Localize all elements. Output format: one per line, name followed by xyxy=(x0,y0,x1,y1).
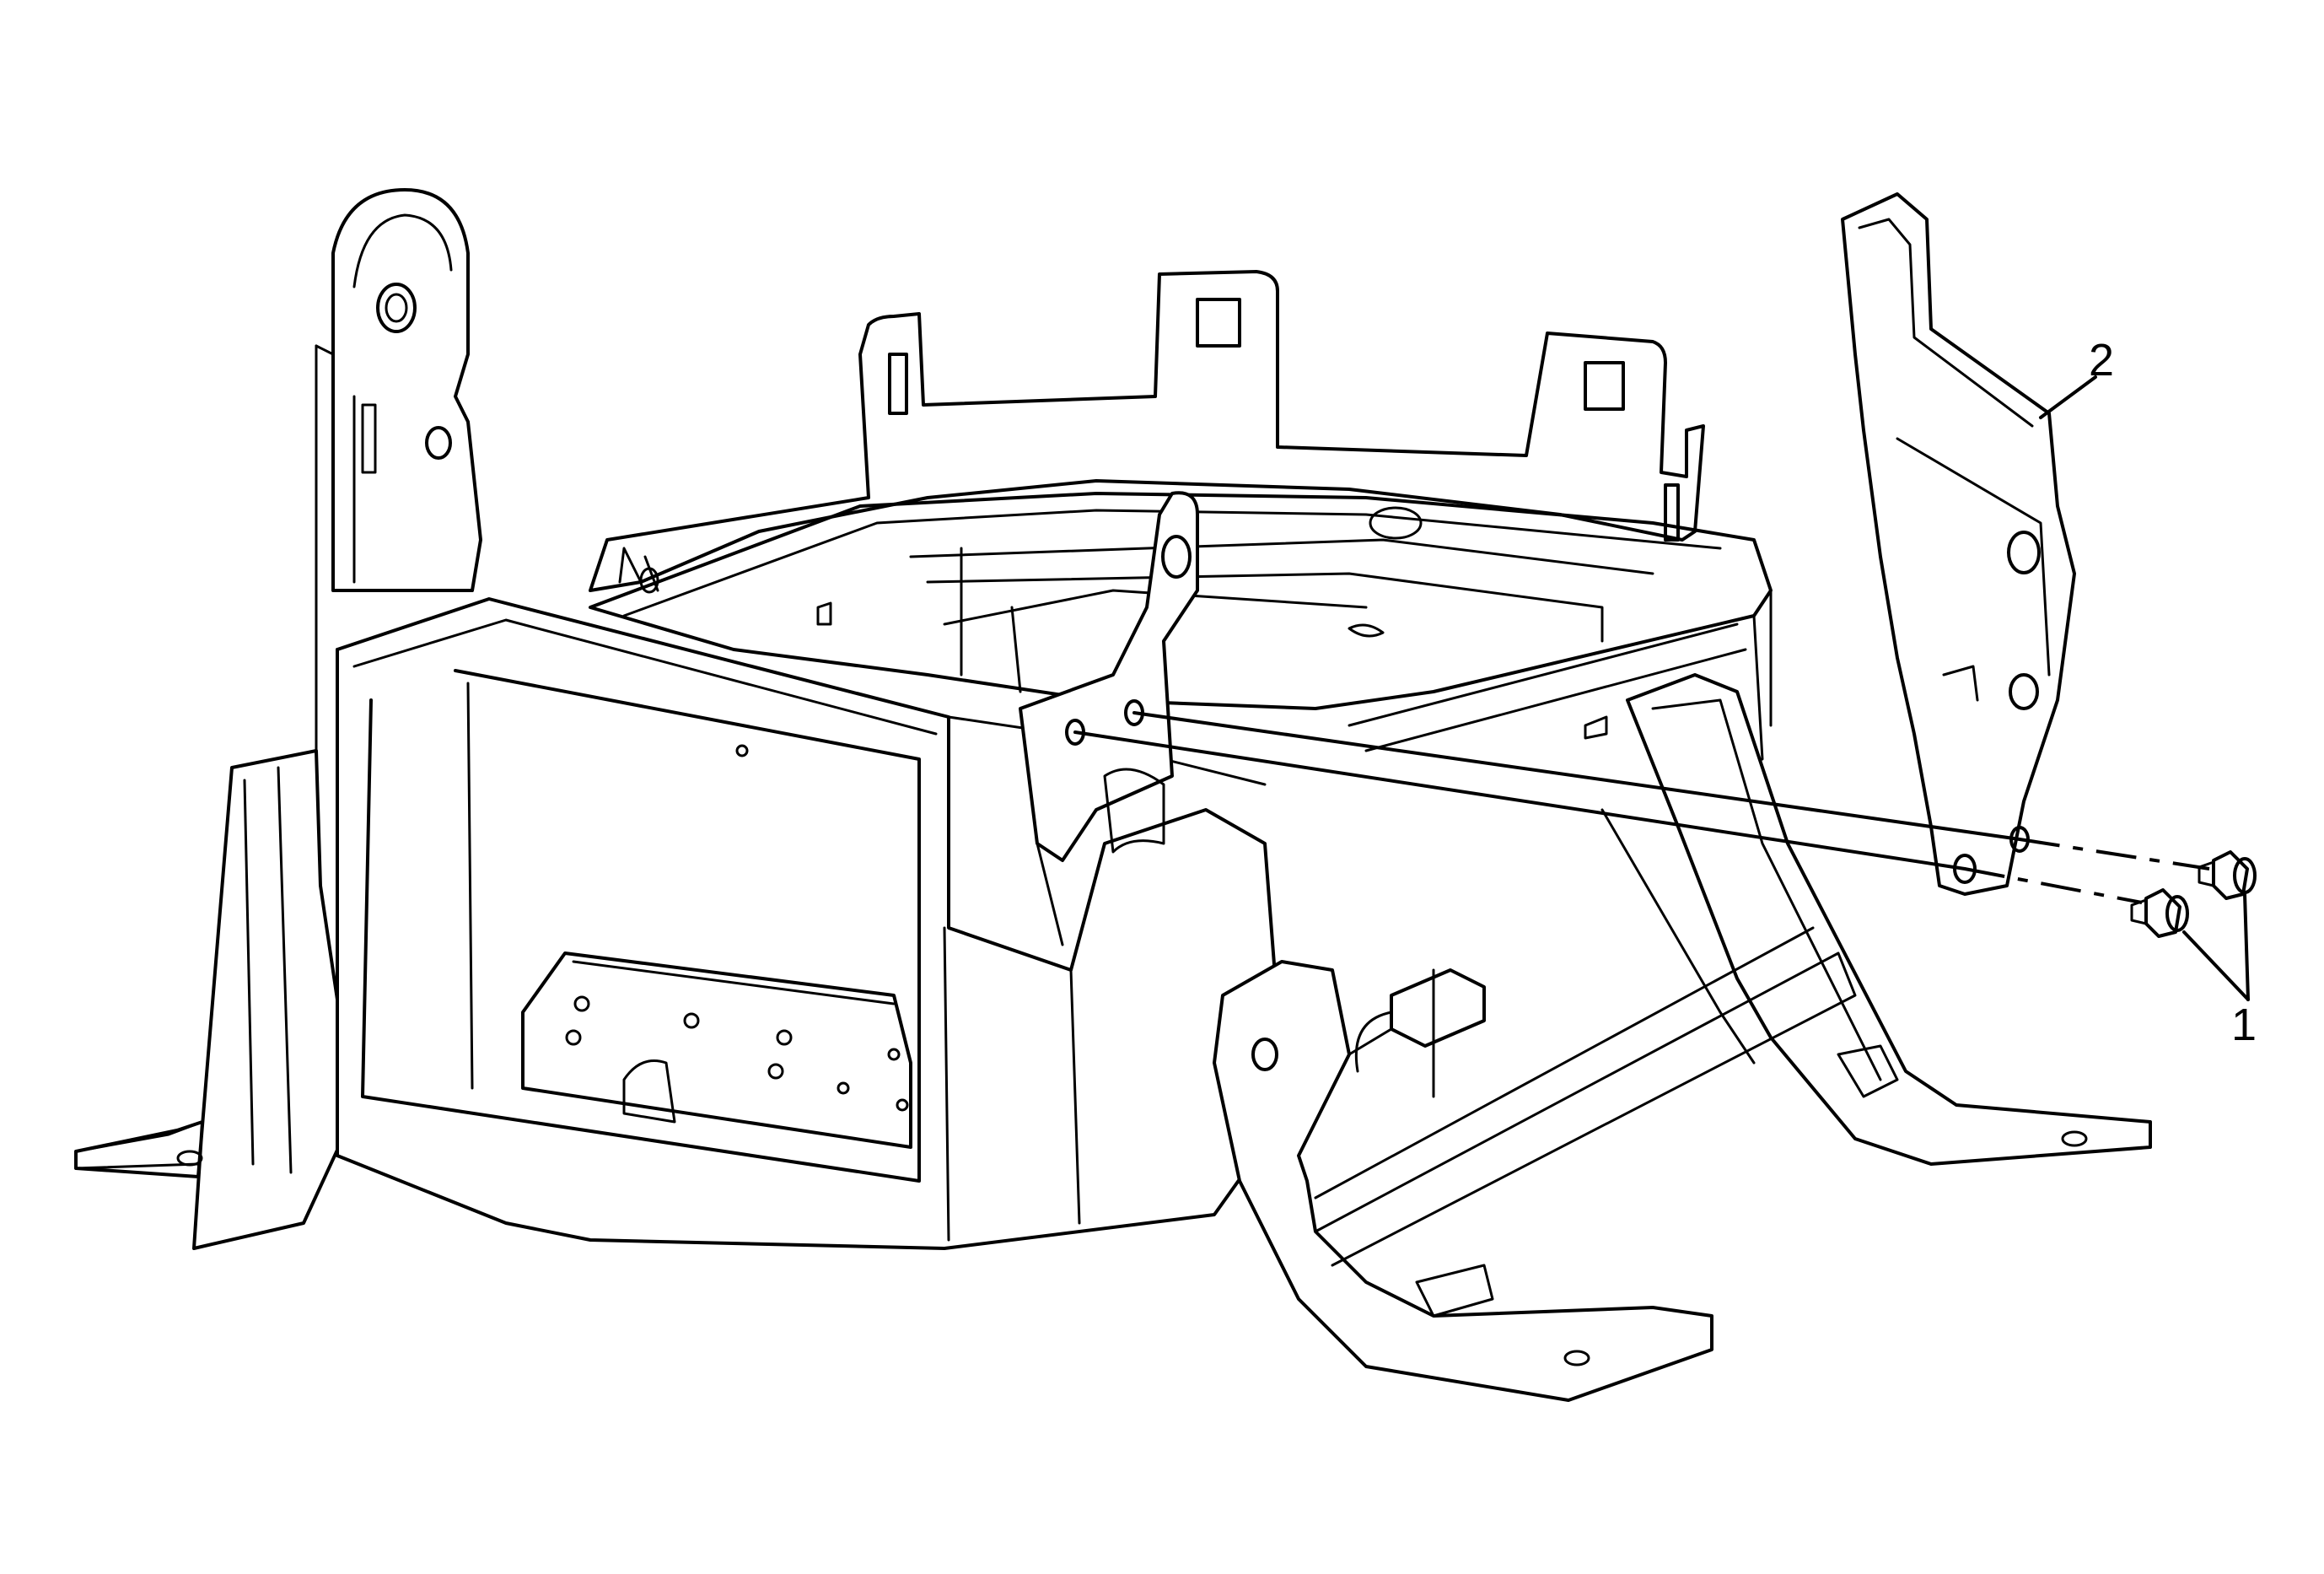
front-storage-box xyxy=(336,597,1283,1250)
callout-label-2: 2 xyxy=(2089,335,2115,385)
front-mounting-tower xyxy=(1019,491,1199,946)
bolt-upper xyxy=(2198,850,2257,900)
bolt-lower xyxy=(2130,888,2189,938)
left-mounting-plate xyxy=(315,188,482,786)
right-leg-structure xyxy=(1600,673,2152,1166)
rear-upper-frame xyxy=(589,270,1705,594)
leader-lines xyxy=(2039,375,2250,1001)
alignment-lines xyxy=(1073,711,2210,904)
top-tray-frame xyxy=(589,492,1773,778)
wiring-connector xyxy=(1354,968,1486,1073)
callout-label-1: 1 xyxy=(2231,1000,2257,1050)
bolts-item-1 xyxy=(2130,850,2257,938)
bracket-item-2 xyxy=(1841,192,2076,896)
left-side-wall xyxy=(74,749,356,1250)
